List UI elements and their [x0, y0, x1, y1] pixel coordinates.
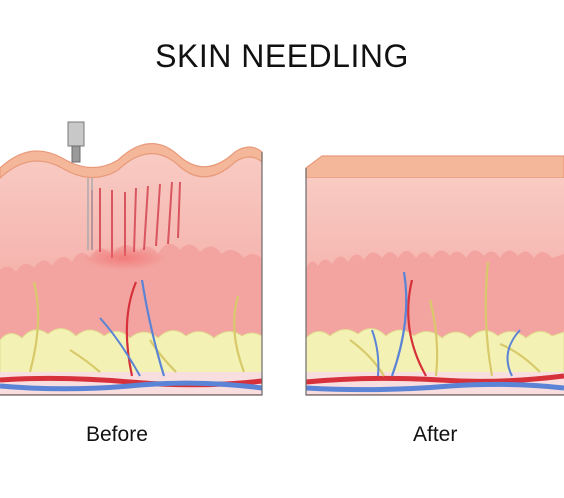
after-vein-branch-2 [371, 329, 380, 377]
after-label: After [413, 423, 458, 446]
inflammation-glow [82, 246, 166, 270]
after-nerves [349, 261, 541, 377]
diagram-title: SKIN NEEDLING [155, 38, 409, 74]
after-artery-branch [407, 279, 427, 377]
after-epidermis [305, 155, 564, 179]
before-outline [0, 152, 263, 396]
after-panel [305, 155, 564, 396]
before-fat-layer [0, 328, 263, 379]
before-vein-branch [140, 279, 166, 377]
after-vein-branch-3 [506, 329, 521, 377]
before-nerves [28, 281, 246, 373]
before-panel [0, 121, 263, 396]
after-vein-branch [390, 271, 408, 377]
after-outline [305, 168, 564, 396]
before-label: Before [86, 423, 148, 446]
before-vein-branch-2 [99, 317, 141, 377]
after-vein [305, 381, 564, 393]
before-vein [0, 380, 263, 392]
before-artery-branch [125, 281, 138, 377]
after-artery [305, 373, 564, 385]
microneedling-pen-icon [67, 121, 93, 250]
